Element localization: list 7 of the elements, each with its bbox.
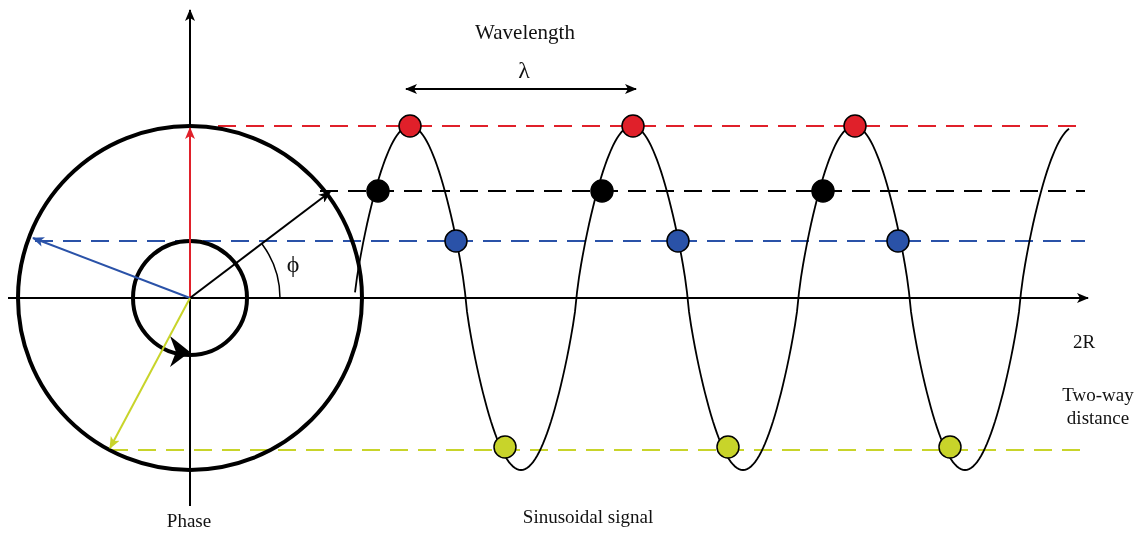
axis-label: 2R [1072, 331, 1096, 354]
axis-label: Sinusoidal signal [522, 506, 654, 529]
axis-label: ϕ [286, 250, 300, 279]
axis-label: Wavelength [475, 20, 575, 46]
axis-label: Two-way distance [1061, 384, 1135, 430]
axis-label: λ [518, 56, 530, 85]
axis-label: Phase [166, 510, 212, 533]
